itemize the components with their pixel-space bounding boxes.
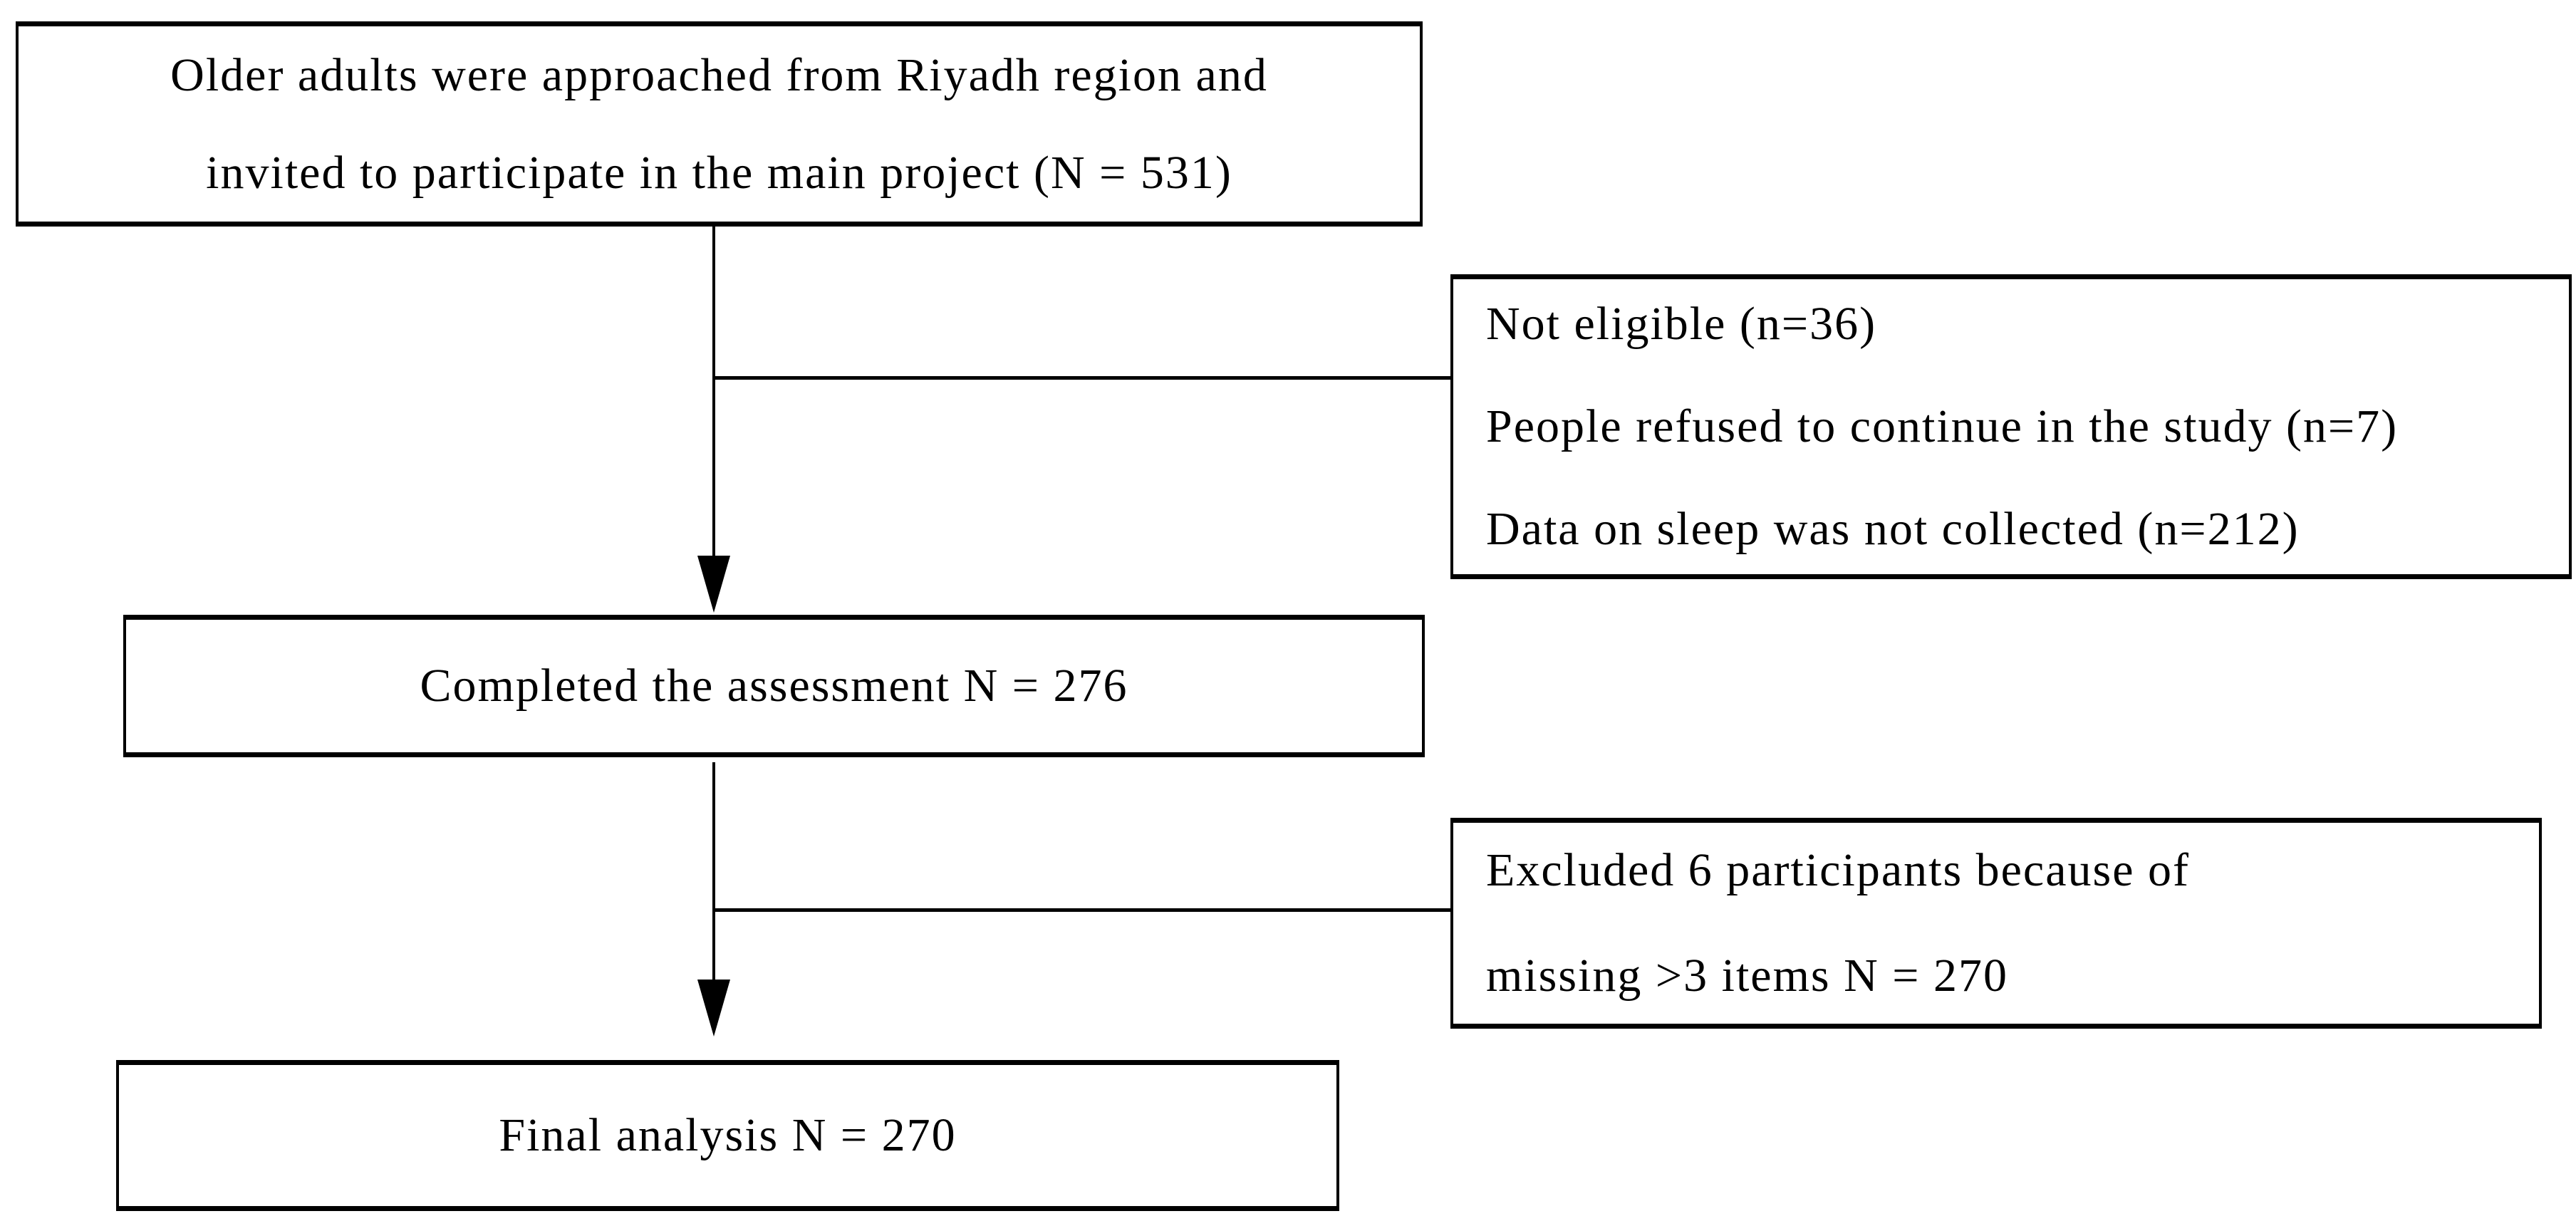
connector-branch-to-not-eligible-line [714,376,1452,380]
box-excluded-line-2: missing >3 items N = 270 [1486,950,2008,1002]
flowchart-box-completed: Completed the assessment N = 276 [123,615,1425,757]
connector-branch-to-excluded-line [714,908,1452,912]
box-final-line-1: Final analysis N = 270 [499,1109,957,1161]
flowchart-box-not-eligible: Not eligible (n=36) People refused to co… [1450,274,2572,579]
connector-approached-to-completed-line [712,227,715,563]
connector-completed-to-final-line [712,762,715,987]
box-not-eligible-line-1: Not eligible (n=36) [1486,298,1877,350]
box-completed-line-1: Completed the assessment N = 276 [420,660,1128,712]
arrowhead-down-icon [697,556,730,613]
flowchart-box-excluded: Excluded 6 participants because of missi… [1450,818,2542,1029]
box-not-eligible-line-2: People refused to continue in the study … [1486,400,2399,452]
flowchart-box-approached: Older adults were approached from Riyadh… [16,21,1423,227]
box-not-eligible-line-3: Data on sleep was not collected (n=212) [1486,503,2300,555]
arrowhead-down-icon [697,980,730,1037]
flowchart-box-final: Final analysis N = 270 [116,1060,1339,1211]
box-approached-line-1: Older adults were approached from Riyadh… [170,49,1268,101]
box-approached-line-2: invited to participate in the main proje… [206,147,1232,199]
box-excluded-line-1: Excluded 6 participants because of [1486,844,2190,896]
